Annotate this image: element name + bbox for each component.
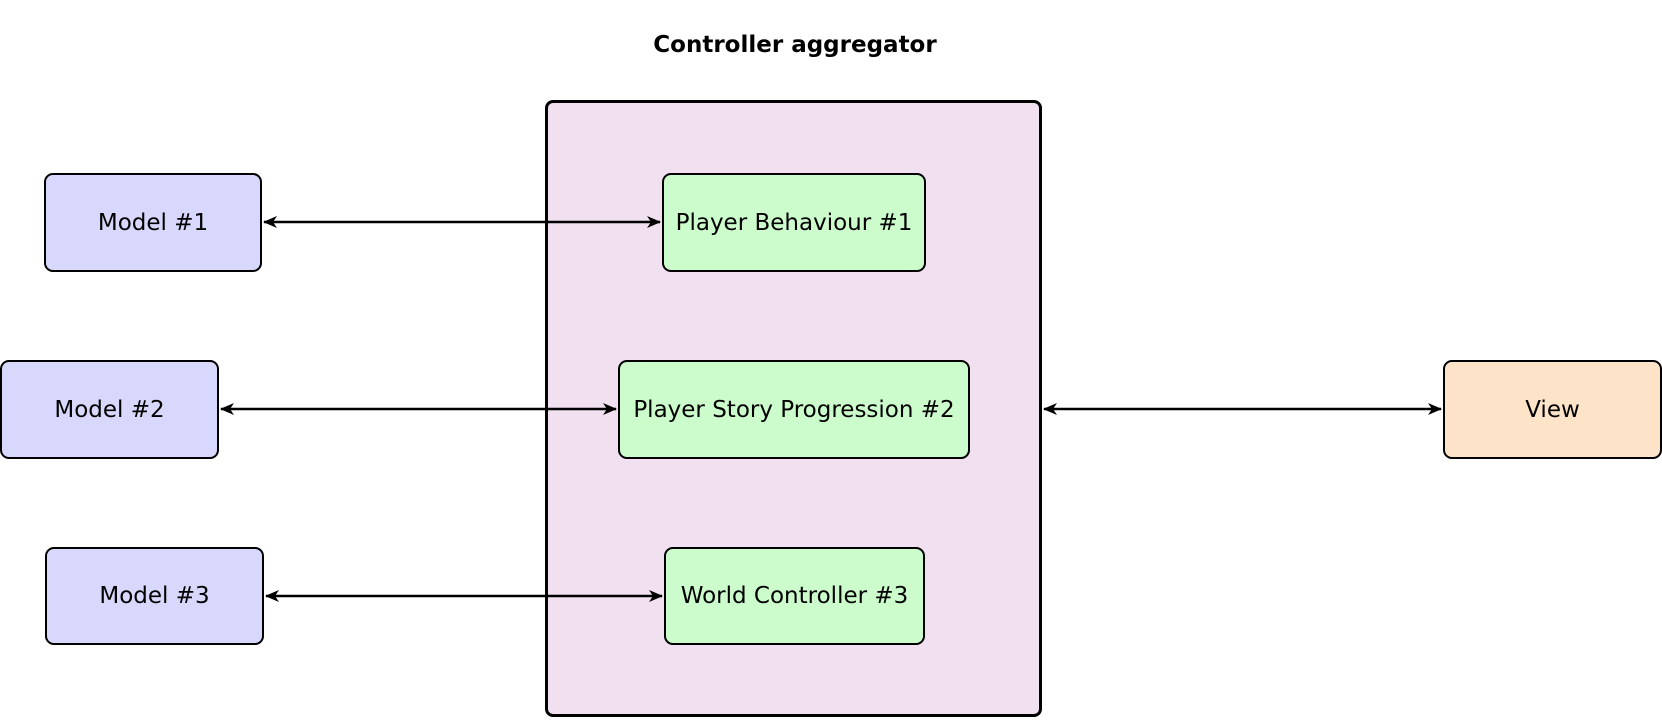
view-label: View: [1525, 396, 1580, 423]
player-story-progression-node: Player Story Progression #2: [618, 360, 970, 459]
model-1-label: Model #1: [97, 209, 209, 236]
model-3-node: Model #3: [45, 547, 264, 645]
world-controller-node: World Controller #3: [664, 547, 925, 645]
player-behaviour-label: Player Behaviour #1: [675, 209, 913, 236]
world-controller-label: World Controller #3: [680, 583, 909, 609]
model-2-node: Model #2: [0, 360, 219, 459]
player-story-progression-label: Player Story Progression #2: [633, 396, 955, 423]
player-behaviour-node: Player Behaviour #1: [662, 173, 926, 272]
model-3-label: Model #3: [99, 583, 210, 609]
aggregator-title: Controller aggregator: [653, 32, 937, 58]
model-2-label: Model #2: [54, 396, 165, 423]
model-1-node: Model #1: [44, 173, 262, 272]
view-node: View: [1443, 360, 1662, 459]
